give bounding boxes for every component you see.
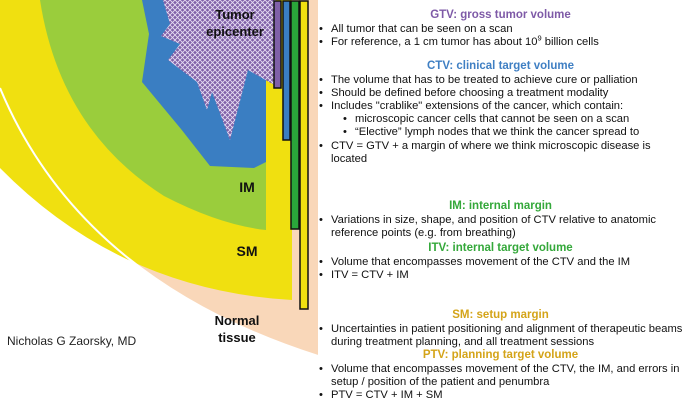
author-credit: Nicholas G Zaorsky, MD — [7, 334, 136, 348]
itv-section: ITV: internal target volume Volume that … — [318, 242, 683, 282]
im-bullet-1: Variations in size, shape, and position … — [318, 214, 683, 240]
im-heading: IM: internal margin — [449, 200, 552, 212]
itv-bar — [290, 0, 300, 230]
itv-heading: ITV: internal target volume — [428, 242, 573, 254]
gtv-bullet-2: For reference, a 1 cm tumor has about 10… — [318, 32, 683, 49]
ptv-bullet-1: Volume that encompasses movement of the … — [318, 363, 683, 389]
itv-bullet-2: ITV = CTV + IM — [318, 269, 683, 282]
sm-label: SM — [237, 243, 258, 259]
ctv-bar — [282, 0, 291, 141]
ptv-bullet-2: PTV = CTV + IM + SM — [318, 389, 683, 402]
ctv-bullet-4: CTV = GTV + a margin of where we think m… — [318, 140, 683, 166]
sm-section: SM: setup margin Uncertainties in patien… — [318, 309, 683, 349]
sm-bullet-1: Uncertainties in patient positioning and… — [318, 323, 683, 349]
itv-bullet-1: Volume that encompasses movement of the … — [318, 256, 683, 269]
ctv-bullet-3: Includes "crablike" extensions of the ca… — [318, 100, 683, 113]
normal-tissue-label: Normal — [215, 313, 260, 328]
tumor-epicenter-label: Tumor — [215, 7, 254, 22]
ctv-section: CTV: clinical target volume The volume t… — [318, 60, 683, 166]
ctv-heading: CTV: clinical target volume — [427, 60, 574, 72]
gtv-region — [161, 0, 276, 140]
tumor-epicenter-label-line2: epicenter — [206, 24, 264, 39]
gtv-section: GTV: gross tumor volume All tumor that c… — [318, 9, 683, 49]
ctv-subbullet-2: “Elective” lymph nodes that we think the… — [318, 126, 683, 139]
gtv-bullet-2-text: For reference, a 1 cm tumor has about 10 — [331, 35, 538, 48]
ptv-heading: PTV: planning target volume — [422, 349, 579, 361]
im-section: IM: internal margin Variations in size, … — [318, 200, 683, 240]
normal-tissue-boundary — [0, 87, 319, 357]
ctv-bullet-2: Should be defined before choosing a trea… — [318, 87, 683, 100]
sm-heading: SM: setup margin — [452, 309, 549, 321]
im-label: IM — [239, 179, 255, 195]
gtv-bullet-2-exponent: 9 — [537, 32, 542, 42]
gtv-bullet-1: All tumor that can be seen on a scan — [318, 23, 683, 36]
ctv-subbullet-1: microscopic cancer cells that cannot be … — [318, 113, 683, 126]
gtv-bullet-2-text-end: billion cells — [541, 35, 599, 48]
ptv-section: PTV: planning target volume Volume that … — [318, 349, 683, 402]
ptv-bar — [299, 0, 309, 310]
ctv-bullet-1: The volume that has to be treated to ach… — [318, 74, 683, 87]
normal-tissue-label-line2: tissue — [218, 330, 256, 345]
gtv-heading: GTV: gross tumor volume — [430, 9, 571, 21]
gtv-bar — [273, 0, 282, 89]
